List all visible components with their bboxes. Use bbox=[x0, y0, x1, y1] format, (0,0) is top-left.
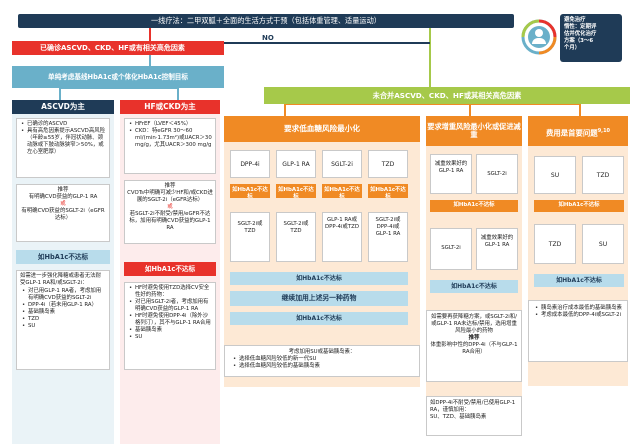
hf-fail: 如HbA1c不达标 bbox=[124, 262, 216, 276]
no-arrow bbox=[224, 42, 430, 44]
consider-bar: 单纯考虑基线HbA1c或个体化HbA1c控制目标 bbox=[12, 66, 224, 88]
col2-fail-1: 如HbA1c不达标 bbox=[430, 200, 518, 212]
col2-drug-1: 减重效果好的GLP-1 RA bbox=[430, 154, 472, 194]
col3-title: 费用是首要问题9,10 bbox=[528, 116, 628, 146]
col1-fail-4: 如HbA1c不达标 bbox=[368, 184, 408, 198]
col2-mid-1: SGLT-2i bbox=[430, 228, 472, 270]
col2-final: 如需要再获降糖方案，或SGLT-2i和/或GLP-1 RA未达标/禁用，选用增重… bbox=[426, 310, 522, 382]
col3-mid-1: TZD bbox=[534, 224, 576, 264]
col1-mid-3: GLP-1 RA或DPP-4i或TZD bbox=[322, 212, 362, 262]
col1-final: 考虑加用SU或基础胰岛素： 选择低血糖风险较低的新一代SU选择低血糖风险较低的基… bbox=[224, 345, 420, 377]
ascvd-title: ASCVD为主 bbox=[12, 100, 114, 114]
col1-drug-4: TZD bbox=[368, 150, 408, 178]
col3-mid-2: SU bbox=[582, 224, 624, 264]
ascvd-next: 如需进一步强化降糖或患者无法耐受GLP-1 RA和/或SGLT-2i： 对已用G… bbox=[16, 270, 110, 370]
col1-fail-1: 如HbA1c不达标 bbox=[230, 184, 270, 198]
col2-mid-2: 减重效果好的GLP-1 RA bbox=[476, 228, 518, 270]
col1-fail-2: 如HbA1c不达标 bbox=[276, 184, 316, 198]
col3-drug-1: SU bbox=[534, 156, 576, 194]
col3-fail-2: 如HbA1c不达标 bbox=[534, 274, 624, 287]
top-banner: 一线疗法：二甲双胍＋全面的生活方式干预（包括体重管理、适量运动） bbox=[18, 14, 514, 28]
hf-recommend: 推荐 CVOTs中明确可减少HF和/或CKD进展的SGLT-2i（eGFR达标）… bbox=[124, 180, 216, 244]
col1-title: 要求低血糖风险最小化 bbox=[224, 116, 420, 142]
col1-drug-3: SGLT-2i bbox=[322, 150, 362, 178]
person-body bbox=[532, 38, 546, 44]
hf-next: HF时避免使用TZD选择CV安全性好的药物： 对已用SGLT-2i者，考虑加用有… bbox=[124, 282, 216, 370]
col1-fail-row-2: 如HbA1c不达标 bbox=[230, 312, 408, 325]
side-note: 避免治疗 惰性：定期评 估并优化治疗 方案（3～6 个月） bbox=[560, 14, 622, 62]
col3-final: 胰岛素治疗成本最低的基础胰岛素 考虑成本最低的DPP-4i或SGLT-2i bbox=[528, 300, 628, 362]
col1-drug-2: GLP-1 RA bbox=[276, 150, 316, 178]
ascvd-recommend: 推荐 有明确CVD获益的GLP-1 RA 或 有明确CVD获益的SGLT-2i（… bbox=[16, 184, 110, 242]
col2-fail-2: 如HbA1c不达标 bbox=[430, 280, 518, 293]
col1-drug-1: DPP-4i bbox=[230, 150, 270, 178]
col2-extra: 如DPP-4i不耐受/禁用/已使用GLP-1 RA，谨慎加用： SU、TZD、基… bbox=[426, 396, 522, 436]
no-branch-title: 未合并ASCVD、CKD、HF或其相关高危因素 bbox=[264, 87, 630, 104]
col1-mid-1: SGLT-2i或TZD bbox=[230, 212, 270, 262]
ascvd-fail: 如HbA1c不达标 bbox=[16, 250, 110, 264]
col1-fail-row: 如HbA1c不达标 bbox=[230, 272, 408, 285]
col3-drug-2: TZD bbox=[582, 156, 624, 194]
col1-continue: 继续加用上述另一种药物 bbox=[230, 291, 408, 306]
hf-title: HF或CKD为主 bbox=[120, 100, 220, 114]
col1-mid-4: SGLT-2i或DPP-4i或GLP-1 RA bbox=[368, 212, 408, 262]
branch-yes-box: 已确诊ASCVD、CKD、HF或有相关高危因素 bbox=[12, 41, 224, 55]
col2-title: 要求增重风险最小化或促进减重 bbox=[426, 116, 522, 146]
col2-drug-2: SGLT-2i bbox=[476, 154, 518, 194]
branch-no-label: NO bbox=[262, 34, 274, 42]
hf-criteria: HFrEF（LVEF＜45%） CKD：特eGFR 30～60 ml/(min·… bbox=[124, 118, 216, 174]
ascvd-criteria: 已确诊的ASCVD 具有高危因素提示ASCVD高风险（年龄≥55岁，伴冠状动脉、… bbox=[16, 118, 110, 178]
col3-fail-1: 如HbA1c不达标 bbox=[534, 200, 624, 212]
col1-mid-2: SGLT-2i或TZD bbox=[276, 212, 316, 262]
col1-fail-3: 如HbA1c不达标 bbox=[322, 184, 362, 198]
person-head bbox=[535, 29, 543, 37]
